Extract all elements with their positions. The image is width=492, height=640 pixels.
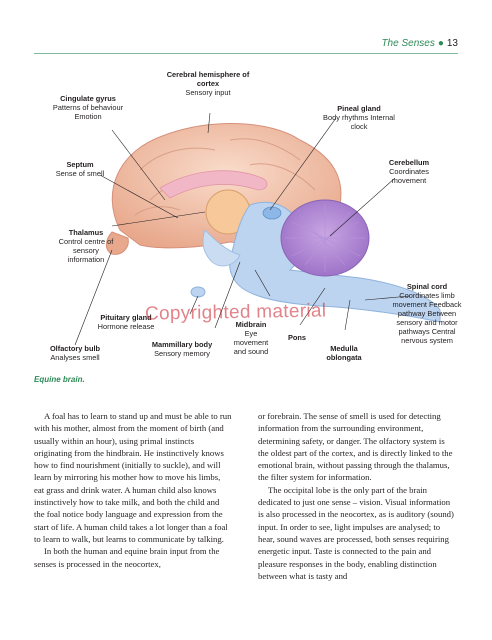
label-spinal-cord: Spinal cord Coordinates limb movement Fe… <box>392 282 462 345</box>
label-desc: Body rhythms Internal clock <box>323 113 395 131</box>
section-title: The Senses <box>381 38 435 49</box>
header-rule <box>34 53 458 54</box>
label-desc: Analyses smell <box>50 353 100 362</box>
label-desc: Sense of smell <box>55 169 105 178</box>
label-cerebellum: Cerebellum Coordinates movement <box>378 158 440 185</box>
label-pons: Pons <box>282 333 312 342</box>
label-cerebral-hemisphere: Cerebral hemisphere of cortex Sensory in… <box>158 70 258 97</box>
paragraph: The occipital lobe is the only part of t… <box>258 484 454 581</box>
label-title: Cerebral hemisphere of cortex <box>166 70 250 88</box>
page-number: 13 <box>446 38 458 49</box>
pituitary-gland-shape <box>190 286 206 298</box>
body-column-left: A foal has to learn to stand up and must… <box>34 410 232 570</box>
label-title: Septum <box>66 160 94 169</box>
label-desc: Sensory input <box>185 88 231 97</box>
label-septum: Septum Sense of smell <box>50 160 110 178</box>
label-mammillary-body: Mammillary body Sensory memory <box>142 340 222 358</box>
leader-lines <box>74 112 411 346</box>
paragraph: In both the human and equine brain input… <box>34 546 220 569</box>
bullet-dot-icon: ● <box>437 38 444 49</box>
copyright-watermark: Copyrighted material <box>144 300 327 325</box>
label-midbrain: Midbrain Eye movement and sound <box>228 320 274 356</box>
label-title: Pons <box>287 333 307 342</box>
pineal-gland-shape <box>262 206 282 220</box>
label-title: Mammillary body <box>151 340 213 349</box>
label-desc: Coordinates movement <box>389 167 429 185</box>
label-title: Spinal cord <box>406 282 448 291</box>
cingulate-gyrus-shape <box>159 170 268 199</box>
label-title: Cingulate gyrus <box>60 94 116 103</box>
label-desc: Patterns of behaviour Emotion <box>52 103 124 121</box>
label-desc: Control centre of sensory information <box>58 237 114 264</box>
paragraph: or forebrain. The sense of smell is used… <box>258 411 453 483</box>
label-desc: Eye movement and sound <box>233 329 269 356</box>
label-pineal-gland: Pineal gland Body rhythms Internal clock <box>322 104 396 131</box>
figure-caption: Equine brain. <box>34 375 85 384</box>
label-thalamus: Thalamus Control centre of sensory infor… <box>56 228 116 264</box>
label-desc: Sensory memory <box>154 349 210 358</box>
label-medulla-oblongata: Medulla oblongata <box>314 344 374 362</box>
label-title: Medulla oblongata <box>326 344 362 362</box>
label-title: Pineal gland <box>337 104 381 113</box>
body-column-right: or forebrain. The sense of smell is used… <box>258 410 456 582</box>
label-title: Cerebellum <box>388 158 430 167</box>
brain-diagram <box>74 112 441 346</box>
olfactory-bulb-shape <box>105 231 129 255</box>
label-title: Olfactory bulb <box>49 344 101 353</box>
label-pituitary-gland: Pituitary gland Hormone release <box>90 313 162 331</box>
label-title: Midbrain <box>235 320 267 329</box>
label-title: Thalamus <box>68 228 104 237</box>
label-cingulate-gyrus: Cingulate gyrus Patterns of behaviour Em… <box>52 94 124 121</box>
paragraph: A foal has to learn to stand up and must… <box>34 411 232 544</box>
label-desc: Coordinates limb movement Feedback pathw… <box>392 291 462 345</box>
label-title: Pituitary gland <box>100 313 152 322</box>
label-desc: Hormone release <box>97 322 155 331</box>
running-header: The Senses●13 <box>381 38 458 49</box>
label-olfactory-bulb: Olfactory bulb Analyses smell <box>40 344 110 362</box>
